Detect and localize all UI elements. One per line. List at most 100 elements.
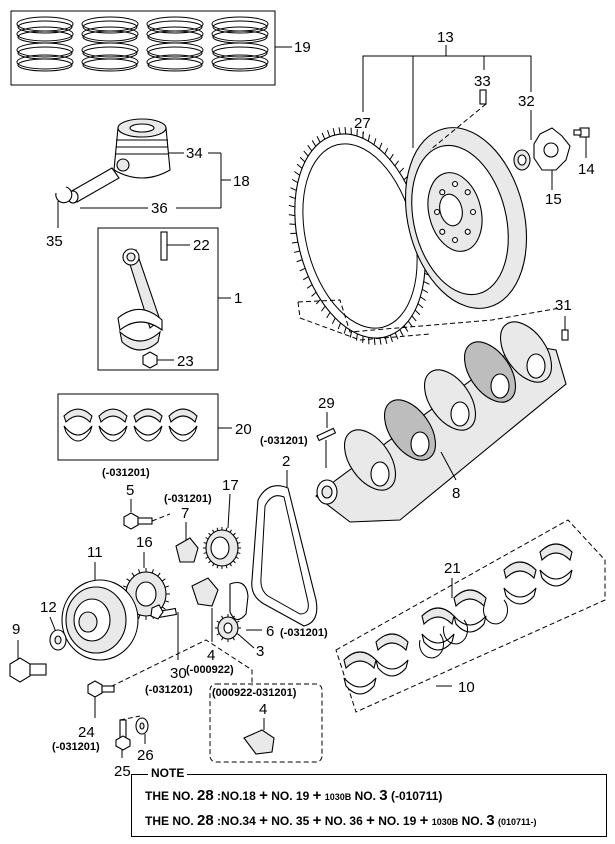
note1-b: 19 — [295, 789, 310, 803]
main-bearing-shell — [503, 561, 537, 605]
flywheel-group: 13 27 33 32 15 14 — [288, 29, 595, 345]
piston-assembly: 34 18 36 35 — [46, 118, 250, 250]
tensioner — [191, 577, 219, 607]
snap-ring — [55, 186, 73, 204]
label-6: 6 — [266, 623, 274, 640]
note1-plus1: + — [259, 787, 268, 804]
note2-sep: :NO. — [217, 814, 243, 828]
tensioner-later — [243, 729, 275, 755]
label-13: 13 — [437, 29, 454, 46]
rod-bolt — [160, 231, 168, 261]
note-box — [131, 774, 607, 837]
crank-dowel — [561, 329, 569, 341]
note1-no2: NO. — [354, 789, 376, 803]
label-33: 33 — [474, 73, 491, 90]
note-line-1: THE NO. 28 :NO.18 + NO. 19 + 1030B NO. 3… — [145, 787, 442, 804]
note-title: NOTE — [148, 766, 188, 780]
label-7: 7 — [181, 505, 189, 522]
label-23: 23 — [177, 353, 194, 370]
label-32: 32 — [518, 93, 535, 110]
note2-a: 34 — [242, 814, 256, 828]
note1-a: 18 — [242, 789, 256, 803]
inset-box — [209, 683, 323, 763]
label-1: 1 — [234, 290, 242, 307]
rod-bearing-shell — [98, 408, 128, 442]
pulley-bolt-shank — [29, 663, 47, 676]
note2-no2: NO. — [324, 814, 347, 828]
note2-b: 35 — [295, 814, 310, 828]
label-35: 35 — [46, 233, 63, 250]
connecting-rod-box — [97, 227, 219, 371]
label-18: 18 — [233, 173, 250, 190]
label-4: 4 — [207, 647, 215, 664]
note1-code: 1030B — [324, 792, 352, 802]
note-line-2: THE NO. 28 :NO.34 + NO. 35 + NO. 36 + NO… — [145, 812, 536, 829]
label-22: 22 — [193, 237, 210, 254]
main-bearings-outline — [335, 519, 606, 713]
main-bearing-shell — [375, 633, 409, 677]
label-17: 17 — [222, 477, 239, 494]
note2-plus2: + — [312, 812, 322, 829]
flywheel-mount-outline — [297, 299, 561, 333]
main-bearing-shell — [539, 543, 573, 587]
flywheel-dowel — [479, 89, 487, 105]
note2-num: 28 — [197, 812, 214, 829]
note2-plus3: + — [366, 812, 375, 829]
note2-range: (010711-) — [497, 817, 537, 827]
note2-prefix: THE NO. — [145, 814, 194, 828]
label-19: 19 — [294, 39, 311, 56]
rod-bearing-shell — [63, 408, 93, 442]
label-2: 2 — [282, 453, 290, 470]
label-3: 3 — [256, 643, 264, 660]
label-12: 12 — [40, 599, 57, 616]
note1-c: 3 — [379, 787, 388, 804]
note2-c: 36 — [349, 814, 363, 828]
rod-bearing-shell — [168, 408, 198, 442]
connecting-rod-group: 22 23 1 — [97, 227, 242, 371]
note1-plus2: + — [312, 787, 322, 804]
note1-range: (-010711) — [390, 789, 443, 803]
front-parts-group: (-031201) 5 (-031201) 7 17 16 11 12 9 — [9, 467, 328, 780]
label-25: 25 — [114, 763, 131, 780]
pulley-bolt — [9, 657, 31, 683]
note2-plus4: + — [419, 812, 429, 829]
note1-sep: :NO. — [217, 789, 243, 803]
main-bearings-group: 21 10 — [335, 519, 606, 713]
timing-belt-group: 2 — [251, 453, 318, 627]
woodruff-key — [316, 427, 337, 442]
code-5: (-031201) — [102, 467, 150, 479]
piston-rings-group: 19 — [10, 10, 311, 86]
rod-bearings-box — [57, 393, 219, 461]
note2-no1: NO. — [271, 814, 293, 828]
code-24: (-031201) — [52, 741, 100, 753]
label-10: 10 — [458, 679, 475, 696]
label-9: 9 — [12, 621, 20, 638]
main-bearing-shell — [453, 589, 487, 633]
label-16: 16 — [136, 534, 153, 551]
label-14: 14 — [578, 161, 595, 178]
bolt-24 — [87, 680, 103, 698]
idler-bracket — [175, 537, 199, 563]
piston-ring-set — [146, 16, 204, 72]
rod-bearings-group: 20 — [57, 393, 252, 461]
label-4b: 4 — [259, 701, 267, 718]
code-4: (-000922) — [186, 664, 234, 676]
note1-no1: NO. — [271, 789, 293, 803]
main-bearing-shell — [343, 651, 377, 695]
crankshaft-group: 31 8 29 (-031201) — [260, 297, 572, 523]
label-24: 24 — [78, 724, 95, 741]
label-15: 15 — [545, 191, 562, 208]
label-27: 27 — [354, 115, 371, 132]
bolt-5 — [123, 512, 139, 530]
label-36: 36 — [151, 200, 168, 217]
label-26: 26 — [137, 747, 154, 764]
note2-no3: NO. — [378, 814, 400, 828]
rod-nut — [142, 351, 158, 369]
label-21: 21 — [444, 560, 461, 577]
label-29: 29 — [318, 395, 335, 412]
label-8: 8 — [452, 485, 460, 502]
label-20: 20 — [235, 421, 252, 438]
note2-plus1: + — [259, 812, 268, 829]
main-bearing-shell — [421, 607, 455, 651]
note1-prefix: THE NO. — [145, 789, 194, 803]
